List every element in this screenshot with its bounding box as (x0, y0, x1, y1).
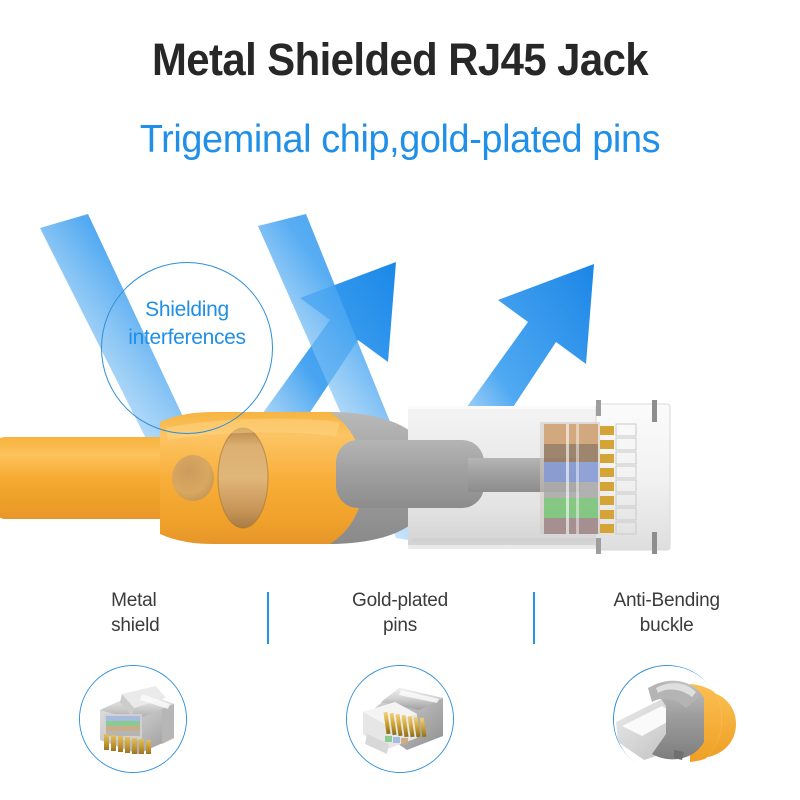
page-title: Metal Shielded RJ45 Jack (151, 34, 649, 85)
page-subtitle: Trigeminal chip,gold-plated pins (139, 118, 661, 161)
feature-divider-2 (533, 592, 536, 644)
feature-divider-1 (266, 592, 269, 644)
shielding-label: Shielding interferences (128, 298, 246, 349)
thumbnail-column-anti-bending-buckle (533, 665, 800, 800)
gold-pins-rj45-connector-photo (346, 665, 454, 773)
feature-thumbnail-strip (0, 665, 800, 800)
thumbnail-column-gold-plated-pins (267, 665, 534, 800)
feature-label-strip: Metal shield Gold-plated pins Anti-Bendi… (0, 588, 800, 658)
shielding-circle (101, 262, 273, 434)
feature-label-metal-shield: Metal shield (111, 590, 160, 636)
shielded-rj45-connector-photo (79, 665, 188, 773)
feature-column-anti-bending-buckle: Anti-Bending buckle (533, 588, 800, 658)
feature-label-gold-plated-pins: Gold-plated pins (351, 590, 449, 636)
rj45-connector-head (336, 400, 671, 554)
gold-plated-pins (600, 426, 614, 533)
twisted-pair-wires (544, 424, 598, 534)
anti-bending-buckle-photo (612, 665, 736, 774)
feature-column-metal-shield: Metal shield (0, 588, 267, 658)
feature-label-anti-bending-buckle: Anti-Bending buckle (613, 590, 720, 636)
thumbnail-column-metal-shield (0, 665, 267, 800)
feature-column-gold-plated-pins: Gold-plated pins (266, 588, 534, 658)
